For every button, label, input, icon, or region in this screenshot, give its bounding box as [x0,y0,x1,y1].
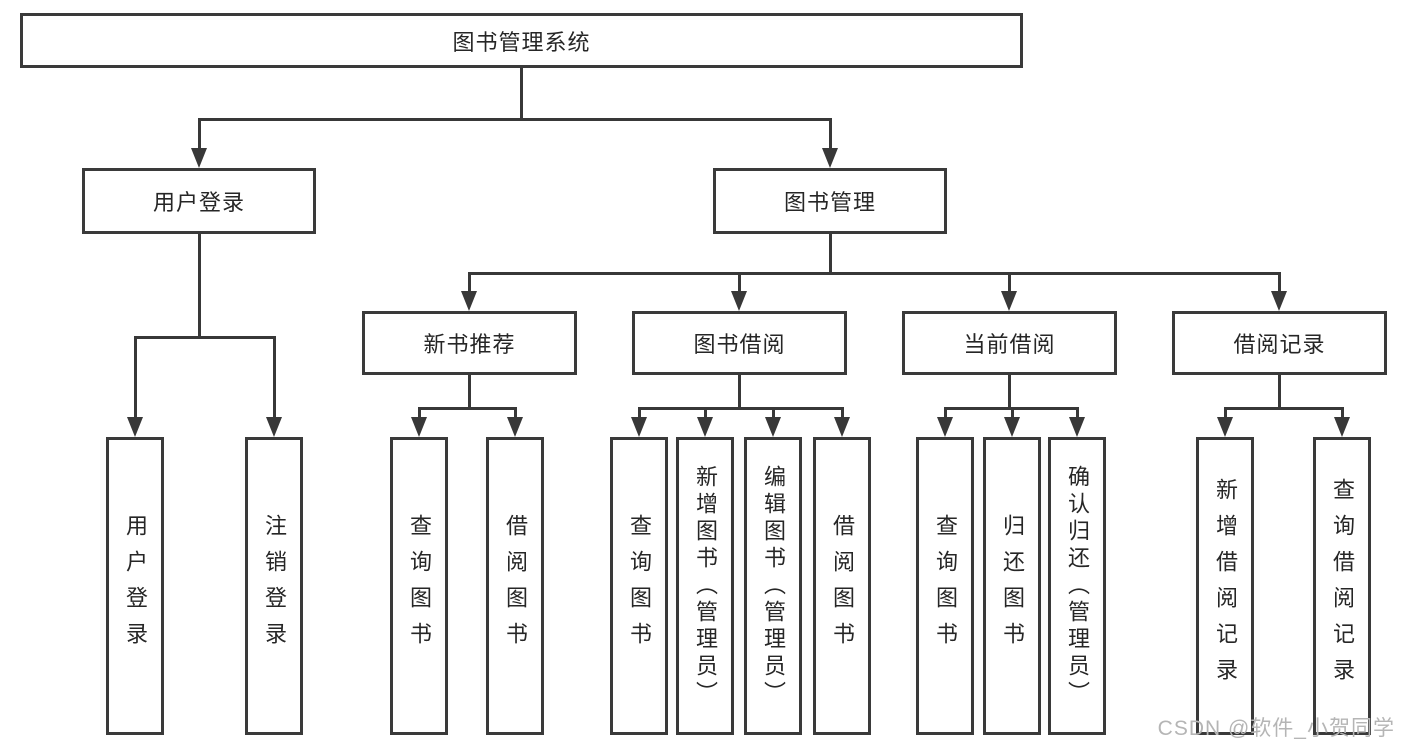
node-label: 用户登录 [152,190,245,215]
connector-drop [1341,407,1344,419]
leaf-label: 注销登录 [262,514,287,658]
leaf-label: 新增借阅记录 [1213,478,1238,694]
node-borrowing-records: 借阅记录 [1172,311,1387,375]
leaf-label: 查询图书 [407,514,432,658]
arrow-down-icon [1001,291,1017,311]
connector-drop [944,407,947,419]
leaf-label: 查询图书 [627,514,652,658]
connector-drop [514,407,517,419]
connector-drop [638,407,641,419]
leaf-return-books: 归还图书 [983,437,1041,735]
arrow-down-icon [631,417,647,437]
arrow-down-icon [765,417,781,437]
node-book-borrowing: 图书借阅 [632,311,847,375]
arrow-down-icon [507,417,523,437]
connector-drop [468,272,471,293]
node-label: 图书管理 [783,190,876,215]
leaf-edit-books-admin: 编辑图书（管理员） [744,437,802,735]
node-user-login: 用户登录 [82,168,316,234]
leaf-label: 查询图书 [933,514,958,658]
connector-bar [418,407,517,410]
node-label: 当前借阅 [963,332,1056,357]
connector-drop [1011,407,1014,419]
node-new-book-recommendation: 新书推荐 [362,311,577,375]
arrow-down-icon [266,417,282,437]
connector-drop [738,272,741,293]
connector-stem [1008,375,1011,410]
arrow-down-icon [1217,417,1233,437]
leaf-user-login: 用户登录 [106,437,164,735]
node-current-borrowing: 当前借阅 [902,311,1117,375]
leaf-logout: 注销登录 [245,437,303,735]
arrow-down-icon [937,417,953,437]
leaf-confirm-return-admin: 确认归还（管理员） [1048,437,1106,735]
csdn-watermark: CSDN @软件_小贺同学 [1157,717,1395,740]
arrow-down-icon [834,417,850,437]
arrow-down-icon [822,148,838,168]
node-label: 图书借阅 [693,332,786,357]
arrow-down-icon [697,417,713,437]
connector-stem [520,68,523,121]
arrow-down-icon [1334,417,1350,437]
leaf-query-borrow-record: 查询借阅记录 [1313,437,1371,735]
connector-drop [273,336,276,419]
leaf-add-borrow-record: 新增借阅记录 [1196,437,1254,735]
node-label: 借阅记录 [1233,332,1326,357]
leaf-query-books-borrow: 查询图书 [610,437,668,735]
connector-drop [134,336,137,419]
leaf-query-books-recommend: 查询图书 [390,437,448,735]
node-label: 图书管理系统 [452,29,591,55]
leaf-label: 新增图书（管理员） [693,464,718,708]
leaf-label: 归还图书 [1000,514,1025,658]
leaf-label: 确认归还（管理员） [1065,464,1090,708]
node-library-management-system: 图书管理系统 [20,13,1023,68]
arrow-down-icon [411,417,427,437]
arrow-down-icon [191,148,207,168]
connector-drop [1076,407,1079,419]
leaf-borrow-books: 借阅图书 [813,437,871,735]
leaf-label: 借阅图书 [830,514,855,658]
connector-stem [1278,375,1281,410]
arrow-down-icon [127,417,143,437]
arrow-down-icon [1271,291,1287,311]
node-label: 新书推荐 [423,332,516,357]
connector-drop [772,407,775,419]
connector-drop [1278,272,1281,293]
leaf-borrow-books-recommend: 借阅图书 [486,437,544,735]
arrow-down-icon [1004,417,1020,437]
connector-bar [134,336,276,339]
leaf-label: 借阅图书 [503,514,528,658]
leaf-label: 编辑图书（管理员） [761,464,786,708]
connector-bar [198,118,832,121]
connector-bar [638,407,844,410]
connector-drop [841,407,844,419]
connector-stem [738,375,741,410]
arrow-down-icon [731,291,747,311]
connector-bar [1224,407,1344,410]
connector-drop [198,118,201,150]
connector-stem [198,234,201,339]
leaf-label: 用户登录 [123,514,148,658]
connector-drop [704,407,707,419]
connector-drop [1008,272,1011,293]
connector-bar [468,272,1281,275]
arrow-down-icon [461,291,477,311]
leaf-label: 查询借阅记录 [1330,478,1355,694]
connector-drop [829,118,832,150]
connector-drop [418,407,421,419]
leaf-add-books-admin: 新增图书（管理员） [676,437,734,735]
arrow-down-icon [1069,417,1085,437]
leaf-query-books-current: 查询图书 [916,437,974,735]
connector-drop [1224,407,1227,419]
connector-stem [829,234,832,275]
connector-stem [468,375,471,410]
node-book-management: 图书管理 [713,168,947,234]
